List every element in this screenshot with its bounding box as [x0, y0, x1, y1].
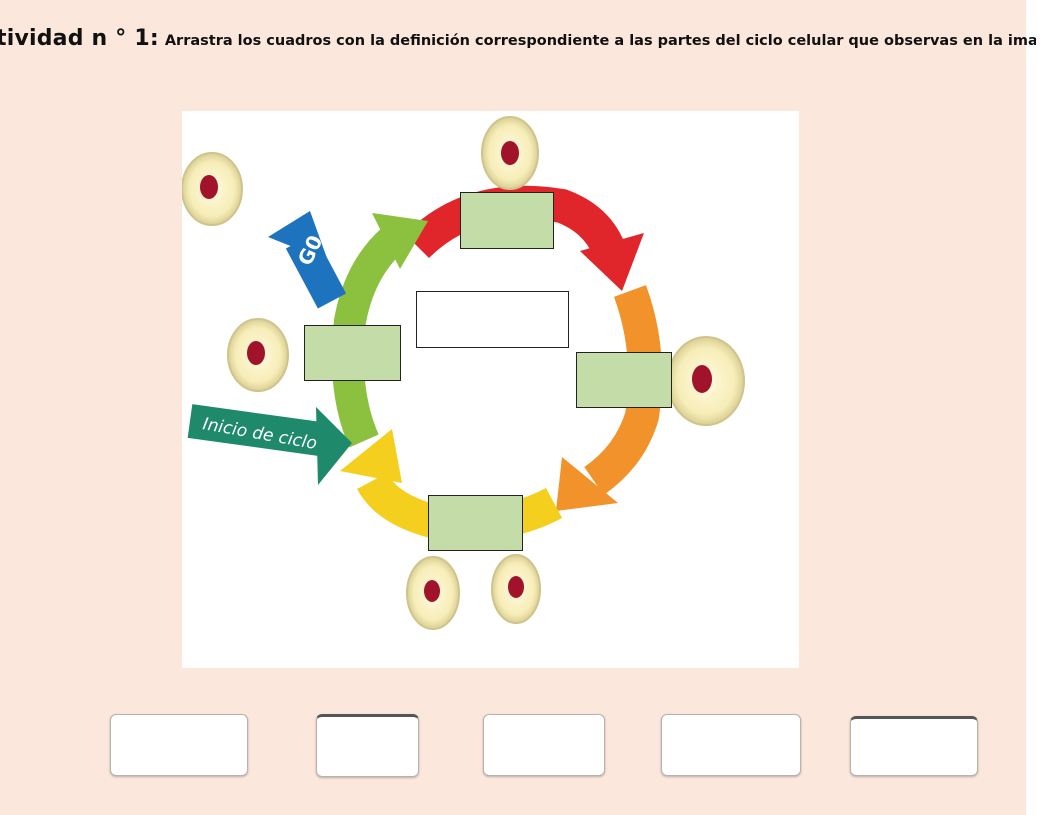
activity-instruction: Arrastra los cuadros con la definición c… [164, 33, 1036, 49]
activity-title-lead: tividad n ° 1: [0, 26, 159, 51]
drop-zone-center[interactable] [416, 291, 569, 348]
g0-arrowhead [268, 211, 328, 261]
answer-card-1[interactable] [110, 714, 248, 776]
answer-card-4[interactable] [661, 714, 801, 776]
activity-title: tividad n ° 1: Arrastra los cuadros con l… [0, 26, 1036, 51]
answer-card-2[interactable] [316, 714, 419, 777]
cell-top-left [182, 152, 243, 226]
start-arrow-shaft [187, 404, 323, 456]
phase-arc-green [331, 223, 408, 448]
cell-left [227, 318, 289, 392]
arrowhead-red [580, 233, 644, 291]
drop-zone-left[interactable] [304, 325, 401, 381]
answer-card-3[interactable] [483, 714, 605, 776]
answer-card-5[interactable] [850, 716, 978, 776]
right-margin [1026, 0, 1042, 815]
cell-cycle-drawing: G0 Inicio de ciclo [182, 116, 745, 630]
arrowhead-yellow [340, 429, 402, 483]
cell-top-center [481, 116, 539, 190]
drop-zone-top[interactable] [460, 192, 554, 249]
cell-right [667, 336, 745, 426]
start-arrowhead [316, 407, 352, 485]
arrowhead-green [372, 213, 428, 269]
cell-cycle-diagram: G0 Inicio de ciclo [182, 111, 799, 668]
drop-zone-right[interactable] [576, 352, 672, 408]
phase-arc-orange [583, 285, 663, 495]
cell-bottom-right [491, 554, 541, 624]
arrowhead-orange [556, 457, 618, 511]
drop-zone-bottom[interactable] [428, 495, 523, 551]
cell-bottom-left [406, 556, 460, 630]
